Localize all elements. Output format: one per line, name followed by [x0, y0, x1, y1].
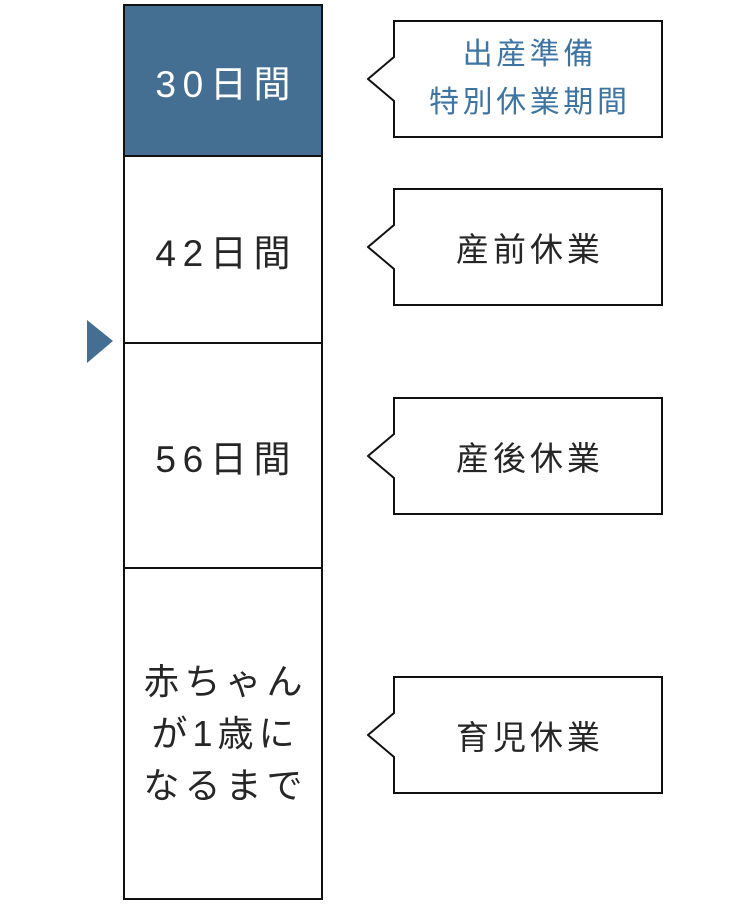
segment-postnatal-56-days: 56日間 — [125, 344, 321, 569]
speech-bubble-left-tail-shape — [367, 676, 663, 794]
callout-text: 産前休業 — [393, 188, 663, 306]
callout-line: 出産準備 — [462, 38, 597, 71]
callout-special-leave-period: 出産準備 特別休業期間 — [367, 20, 663, 138]
callout-line: 産前休業 — [456, 231, 604, 268]
segment-preparation-30-days: 30日間 — [125, 6, 321, 157]
callout-prenatal-leave: 産前休業 — [367, 188, 663, 306]
segment-label: 56日間 — [155, 438, 298, 480]
right-arrow-triangle-icon — [87, 320, 113, 363]
callout-text: 育児休業 — [393, 676, 663, 794]
callout-line: 特別休業期間 — [428, 86, 631, 119]
timeline-column: 30日間 42日間 56日間 赤ちゃん が1歳に なるまで — [123, 4, 323, 900]
callout-childcare-leave: 育児休業 — [367, 676, 663, 794]
callout-postnatal-leave: 産後休業 — [367, 397, 663, 515]
segment-prenatal-42-days: 42日間 — [125, 157, 321, 344]
speech-bubble-left-tail-shape — [367, 188, 663, 306]
callout-text: 出産準備 特別休業期間 — [393, 20, 663, 138]
speech-bubble-left-tail-shape — [367, 20, 663, 138]
segment-label-line: が1歳に — [151, 712, 300, 754]
speech-bubble-left-tail-shape — [367, 397, 663, 515]
segment-childcare-until-age-1: 赤ちゃん が1歳に なるまで — [125, 569, 321, 898]
segment-label: 30日間 — [155, 63, 298, 105]
segment-label-line: なるまで — [143, 764, 308, 806]
segment-label: 42日間 — [155, 232, 298, 274]
callout-text: 産後休業 — [393, 397, 663, 515]
callout-line: 育児休業 — [456, 719, 604, 756]
callout-line: 産後休業 — [456, 440, 604, 477]
segment-label-line: 赤ちゃん — [143, 660, 308, 702]
